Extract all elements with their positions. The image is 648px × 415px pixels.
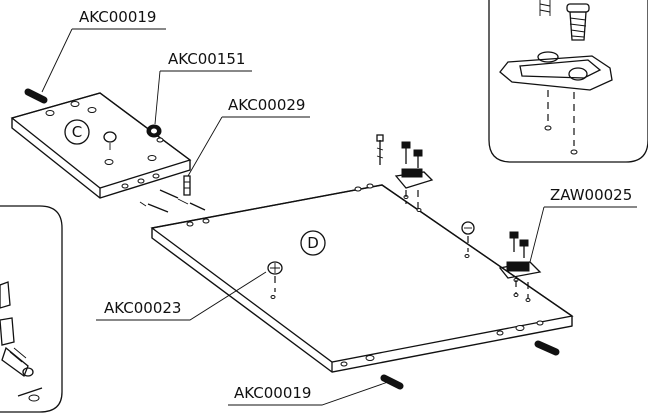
dowel-right xyxy=(534,340,560,356)
label-akc00029-text: AKC00029 xyxy=(228,96,305,114)
label-zaw00025: ZAW00025 xyxy=(529,186,637,263)
label-akc00019-top: AKC00019 xyxy=(41,8,166,93)
detail-plate xyxy=(499,51,613,91)
dowel-bottom xyxy=(380,374,404,390)
label-akc00151: AKC00151 xyxy=(154,50,252,125)
detail-pin xyxy=(539,0,551,16)
detail-callout-left xyxy=(0,205,63,413)
connector-akc00029 xyxy=(183,175,191,196)
panel-c-marker-circle xyxy=(64,119,90,145)
panel-c: C xyxy=(10,92,192,199)
label-akc00023: AKC00023 xyxy=(96,271,267,321)
panel-d-label: D xyxy=(307,234,319,252)
label-akc00023-text: AKC00023 xyxy=(104,299,181,317)
cam-lock-right xyxy=(461,221,475,252)
plate-zaw00025 xyxy=(498,231,542,298)
panel-d: D xyxy=(150,183,574,373)
cam-lock-c xyxy=(103,131,117,150)
detail-screw xyxy=(566,3,590,41)
dowel-top-left xyxy=(24,88,48,104)
panel-c-label: C xyxy=(72,123,82,141)
label-akc00151-text: AKC00151 xyxy=(168,50,245,68)
label-akc00019-bottom: AKC00019 xyxy=(228,381,389,406)
label-akc00019-top-text: AKC00019 xyxy=(79,8,156,26)
label-zaw00025-text: ZAW00025 xyxy=(550,186,632,204)
cam-lock-akc00023 xyxy=(267,261,283,292)
cam-lock-akc00151 xyxy=(146,124,162,138)
panel-d-marker-circle xyxy=(300,230,326,256)
bolts-top xyxy=(376,134,423,168)
label-akc00019-bottom-text: AKC00019 xyxy=(234,384,311,402)
detail-callout-top-right xyxy=(488,0,648,163)
label-akc00029: AKC00029 xyxy=(187,96,310,177)
hinge-plate-top xyxy=(394,168,434,214)
dowel-set-c xyxy=(139,189,206,213)
